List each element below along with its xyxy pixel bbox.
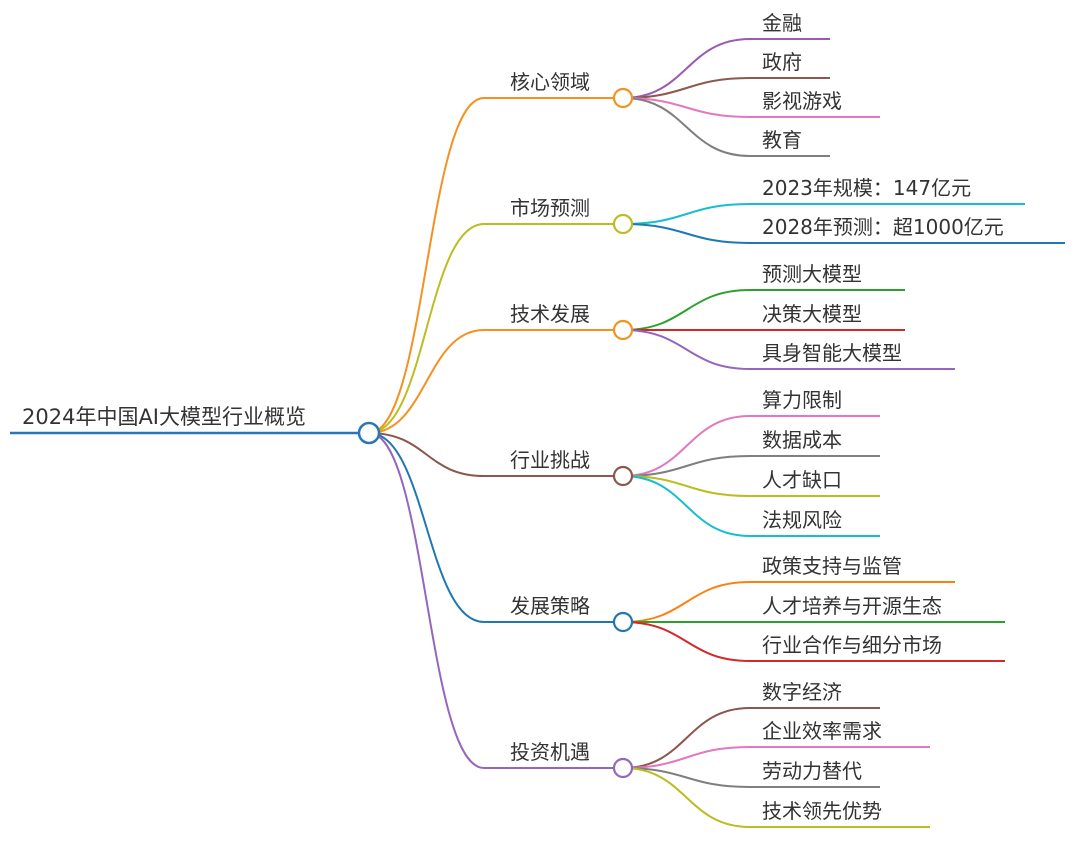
leaf-label: 政府 — [762, 50, 802, 74]
root-title: 2024年中国AI大模型行业概览 — [22, 405, 306, 429]
leaf-label: 预测大模型 — [762, 262, 862, 286]
leaf-label: 算力限制 — [762, 388, 842, 412]
leaf-label: 人才培养与开源生态 — [762, 594, 942, 618]
leaf-label: 2028年预测：超1000亿元 — [762, 215, 1004, 239]
leaf-connector — [622, 707, 751, 769]
leaf-label: 数字经济 — [762, 680, 842, 704]
leaf-label: 行业合作与细分市场 — [762, 633, 942, 657]
leaf-connector — [622, 289, 751, 331]
leaf-connector — [622, 97, 751, 118]
leaf-connector — [622, 746, 751, 769]
branch-node[interactable] — [612, 87, 634, 109]
branch-connector — [368, 432, 485, 769]
leaf-label: 具身智能大模型 — [762, 341, 902, 365]
leaf-connector — [622, 475, 751, 537]
branch-label: 投资机遇 — [510, 740, 590, 764]
leaf-connector — [622, 38, 751, 99]
branch-label: 市场预测 — [510, 196, 590, 220]
leaf-label: 数据成本 — [762, 428, 842, 452]
branch-label: 发展策略 — [510, 594, 590, 618]
branch-node[interactable] — [612, 319, 634, 341]
leaf-label: 政策支持与监管 — [762, 554, 902, 578]
branch-connector — [368, 432, 485, 477]
leaf-connector — [622, 77, 751, 99]
leaf-label: 2023年规模：147亿元 — [762, 176, 971, 200]
branch-node[interactable] — [612, 465, 634, 487]
branch-connector — [368, 97, 485, 434]
leaf-label: 教育 — [762, 128, 802, 152]
leaf-label: 技术领先优势 — [762, 799, 882, 823]
leaf-connector — [622, 223, 751, 244]
leaf-connector — [622, 97, 751, 157]
leaf-connector — [622, 329, 751, 370]
leaf-label: 法规风险 — [762, 508, 842, 532]
leaf-label: 决策大模型 — [762, 302, 862, 326]
branch-connector — [368, 329, 485, 434]
leaf-label: 影视游戏 — [762, 89, 842, 113]
branch-node[interactable] — [612, 611, 634, 633]
leaf-connector — [622, 767, 751, 788]
node-layer — [357, 87, 634, 779]
leaf-connector — [622, 415, 751, 477]
leaf-connector — [622, 455, 751, 477]
leaf-label: 人才缺口 — [762, 468, 842, 492]
branch-connector — [368, 223, 485, 434]
root-node[interactable] — [357, 421, 381, 445]
branch-connector — [368, 432, 485, 623]
leaf-connector — [622, 581, 751, 623]
leaf-label: 劳动力替代 — [762, 759, 862, 783]
branch-node[interactable] — [612, 213, 634, 235]
leaf-label: 金融 — [762, 11, 802, 35]
leaf-connector — [622, 475, 751, 497]
leaf-connector — [622, 767, 751, 828]
underline-layer — [10, 38, 1065, 828]
connector-layer — [368, 38, 751, 828]
leaf-label: 企业效率需求 — [762, 719, 882, 743]
branch-label: 技术发展 — [510, 302, 590, 326]
branch-node[interactable] — [612, 757, 634, 779]
leaf-connector — [622, 621, 751, 662]
branch-label: 行业挑战 — [510, 448, 590, 472]
branch-label: 核心领域 — [510, 70, 590, 94]
leaf-connector — [622, 203, 751, 225]
